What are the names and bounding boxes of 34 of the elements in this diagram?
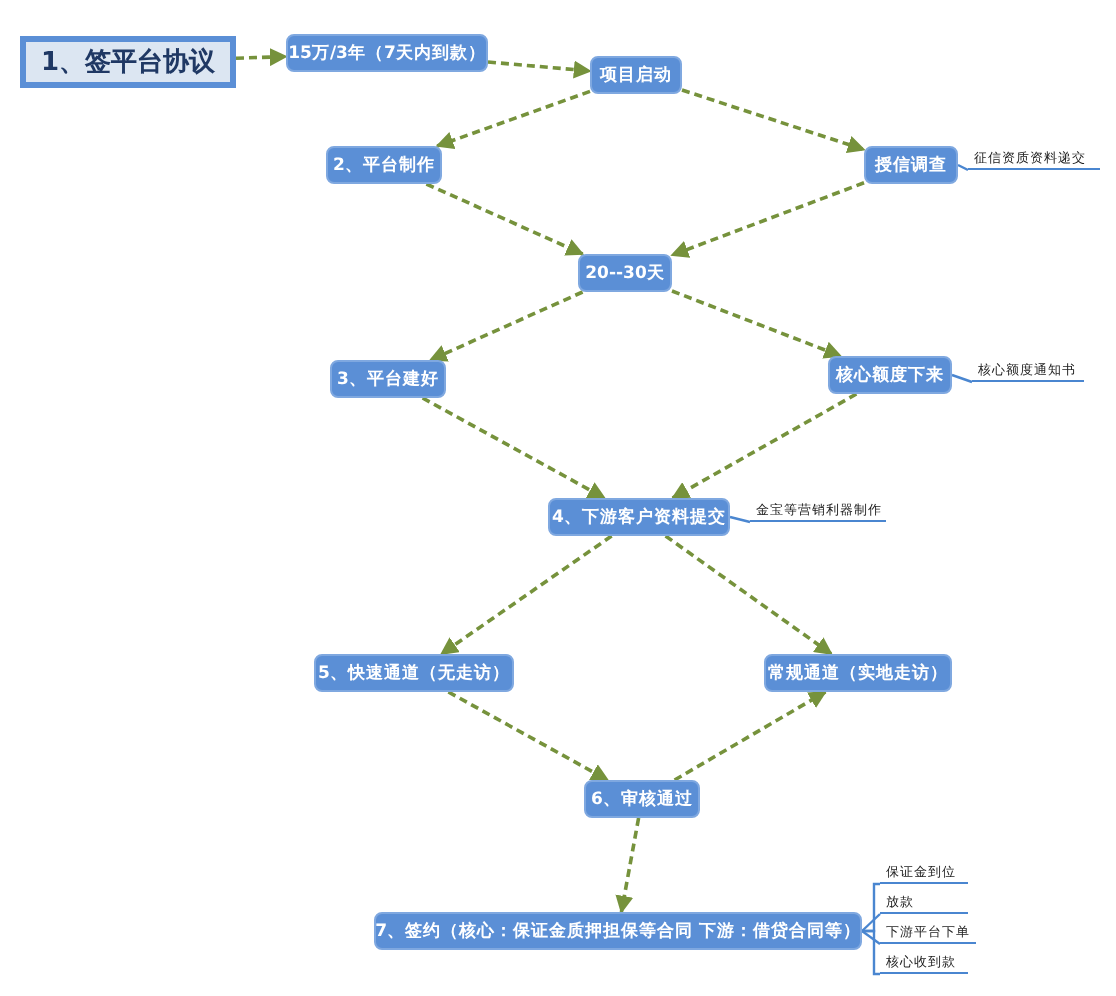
- arrow: [664, 534, 833, 656]
- connector-line: [951, 373, 973, 384]
- topic-box: 授信调查: [864, 146, 958, 184]
- connector-line: [861, 930, 881, 945]
- topic-box: 项目启动: [590, 56, 682, 94]
- topic-box: 5、快速通道（无走访）: [314, 654, 514, 692]
- arrow: [673, 690, 827, 782]
- arrow: [425, 182, 585, 256]
- topic-box: 6、审核通过: [584, 780, 700, 818]
- arrow: [681, 88, 866, 154]
- topic-box: 15万/3年（7天内到款）: [286, 34, 488, 72]
- arrow: [428, 290, 584, 362]
- topic-box: 4、下游客户资料提交: [548, 498, 730, 536]
- arrow: [421, 396, 606, 500]
- arrow: [447, 690, 610, 782]
- title-box: 1、签平台协议: [20, 36, 236, 88]
- arrow: [439, 534, 613, 656]
- arrow: [670, 181, 865, 258]
- arrow: [235, 48, 288, 67]
- arrow: [671, 289, 843, 359]
- arrow: [435, 89, 591, 149]
- connector-line: [861, 913, 881, 932]
- arrow: [615, 817, 641, 914]
- topic-box: 核心额度下来: [828, 356, 952, 394]
- topic-box: 常规通道（实地走访）: [764, 654, 952, 692]
- topic-box: 20--30天: [578, 254, 672, 292]
- topic-box: 3、平台建好: [330, 360, 446, 398]
- topic-box: 2、平台制作: [326, 146, 442, 184]
- connector-line: [862, 929, 880, 976]
- arrow: [487, 60, 592, 79]
- connector-line: [729, 515, 751, 524]
- arrow: [671, 392, 858, 500]
- topic-box: 7、签约（核心：保证金质押担保等合同 下游：借贷合同等）: [374, 912, 862, 950]
- connector-line: [957, 163, 969, 172]
